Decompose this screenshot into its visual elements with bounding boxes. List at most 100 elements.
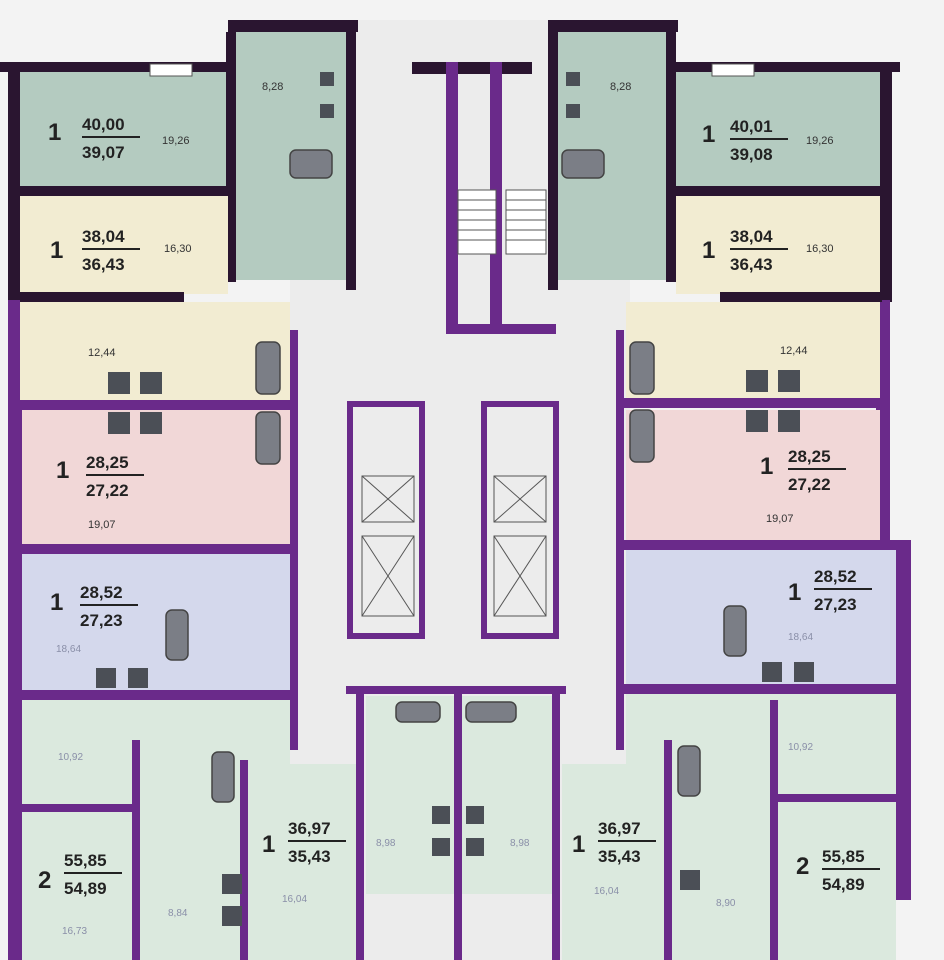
apt-5-total: 28,25 [86, 453, 129, 472]
apt-8-bathtub-icon [723, 605, 747, 657]
apt-5-stove-icon [108, 412, 130, 434]
apt-11-room [248, 764, 358, 960]
apt-9-wall-right [240, 760, 248, 960]
apt-5-bathtub-icon [255, 411, 281, 465]
apt-3-sink-icon [140, 372, 162, 394]
apt-7-bathtub-icon [165, 609, 189, 661]
apt-9-kitchen-area: 8,84 [168, 908, 188, 919]
apt-2-room [672, 72, 880, 190]
apt-6-total: 28,25 [788, 447, 831, 466]
apt-8-room [626, 550, 896, 688]
apt-2-wall-kitchen [666, 32, 676, 282]
apt-2-living: 39,08 [730, 145, 773, 164]
apt-11-wall-left [356, 690, 364, 960]
apt-9-rooms: 2 [38, 867, 51, 894]
apt-5-sink-icon [140, 412, 162, 434]
apt-4-wall-kitchen-bottom [624, 398, 880, 408]
apt-4-room-area: 16,30 [806, 243, 834, 255]
elevator-right [481, 401, 559, 639]
apt-12-total: 36,97 [598, 819, 641, 838]
apt-10-stove-icon [680, 870, 700, 890]
apt-8-living: 27,23 [814, 595, 857, 614]
apt-12-living: 35,43 [598, 847, 641, 866]
apt-4-fraction-line [730, 248, 788, 250]
apt-4-sink-icon [778, 370, 800, 392]
apt-3-wall-kitchen-bottom [20, 400, 292, 410]
apt-9-wall-inner [132, 740, 140, 960]
apt-1-stove-icon [320, 72, 334, 86]
apt-1-room-area: 19,26 [162, 135, 190, 147]
apt-5-wall-bottom [22, 544, 292, 554]
apt-6-bathtub-icon [629, 409, 655, 463]
apt-3-room [20, 196, 228, 294]
apt-2-room-area: 19,26 [806, 135, 834, 147]
apt-3-kitchen-area: 12,44 [88, 347, 116, 359]
apt-5-living: 27,22 [86, 481, 129, 500]
apt-6-living: 27,22 [788, 475, 831, 494]
apt-3-living: 36,43 [82, 255, 125, 274]
apt-7-living: 27,23 [80, 611, 123, 630]
apt-6-room-area: 19,07 [766, 513, 794, 525]
apt-11-wall-right [454, 690, 462, 960]
apt-12-kitchen-area: 8,98 [510, 838, 530, 849]
apt-3-total: 38,04 [82, 227, 125, 246]
apt-8-stove-icon [762, 662, 782, 682]
apt-1-kitchen-area: 8,28 [262, 81, 283, 93]
apt-5-room-area: 19,07 [88, 519, 116, 531]
apt-1-wall-bottom [20, 186, 234, 196]
apt-2-total: 40,01 [730, 117, 773, 136]
apt-12-wall-right [552, 690, 560, 960]
apt-4-room [676, 196, 880, 294]
apt-1-wall-kitchen [226, 32, 236, 282]
apt-10-fraction-line [822, 868, 880, 870]
apt-2-wall-bottom [668, 186, 882, 196]
apt-2-kitchen-area: 8,28 [610, 81, 631, 93]
apt-11-living: 35,43 [288, 847, 331, 866]
apt-12-kitchen [462, 696, 554, 894]
apt-1-fraction-line [82, 136, 140, 138]
apt-6-fraction-line [788, 468, 846, 470]
outer-wall-left-upper [8, 62, 20, 302]
apt-9-fraction-line [64, 872, 122, 874]
apt-12-sink-icon [466, 838, 484, 856]
apt-2-wall-corridor [548, 20, 558, 290]
apt-4-bathtub-icon [629, 341, 655, 395]
apt-12-room-area: 16,04 [594, 886, 619, 897]
apt-11-stove-icon [432, 806, 450, 824]
apt-3-room-area: 16,30 [164, 243, 192, 255]
apt-4-total: 38,04 [730, 227, 773, 246]
apt-7-wall-bottom [22, 690, 292, 700]
apt-8-rooms: 1 [788, 579, 801, 606]
apt-10-total: 55,85 [822, 847, 865, 866]
apt-1-room [20, 72, 232, 190]
apt-11-bathtub-icon [395, 701, 441, 723]
apt-12-fraction-line [598, 840, 656, 842]
apt-11-rooms: 1 [262, 831, 275, 858]
apt-2-fraction-line [730, 138, 788, 140]
stair-wall-left [446, 62, 458, 332]
apt-9-total: 55,85 [64, 851, 107, 870]
apt-8-fraction-line [814, 588, 872, 590]
apt-10-wall-middle [776, 794, 896, 802]
apt-8-room-area: 18,64 [788, 632, 813, 643]
apt-4-wall-bottom [720, 292, 882, 302]
wall-kitchen-top-right [548, 20, 678, 32]
apt-7-room-area: 18,64 [56, 644, 81, 655]
corridor-wall-bottom [346, 686, 566, 694]
apt-7-sink-icon [128, 668, 148, 688]
apt-11-kitchen-area: 8,98 [376, 838, 396, 849]
corridor-wall-right [616, 330, 624, 750]
apt-3-rooms: 1 [50, 237, 63, 264]
apt-9-room-area: 10,92 [58, 752, 83, 763]
apt-5-rooms: 1 [56, 457, 69, 484]
apt-9-living: 54,89 [64, 879, 107, 898]
apt-3-fraction-line [82, 248, 140, 250]
apt-6-sink-icon [778, 410, 800, 432]
apt-7-total: 28,52 [80, 583, 123, 602]
wall-kitchen-top-left [228, 20, 358, 32]
apt-3-wall-bottom [20, 292, 184, 302]
apt-2-rooms: 1 [702, 121, 715, 148]
apt-6-stove-icon [746, 410, 768, 432]
apt-8-wall-bottom [624, 684, 896, 694]
